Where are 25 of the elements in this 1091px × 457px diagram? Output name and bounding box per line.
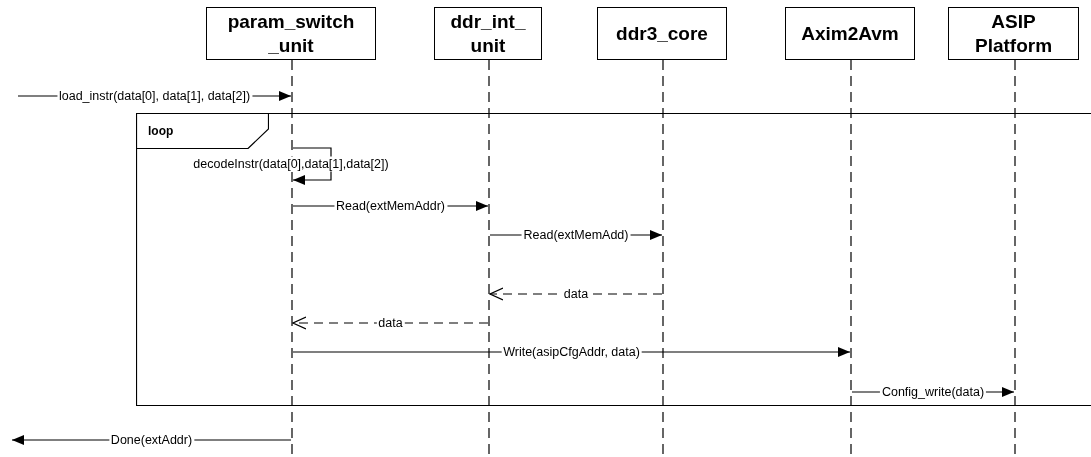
lifeline	[662, 60, 664, 455]
fragment-tab	[136, 113, 269, 149]
participant-box	[434, 7, 542, 60]
lifeline	[850, 60, 852, 455]
return-message-arrow	[292, 316, 489, 330]
participant-name: param_switch _unit	[226, 9, 356, 58]
participant-name: ddr_int_ unit	[449, 9, 527, 58]
participant-box	[206, 7, 376, 60]
participant-box	[597, 7, 727, 60]
lifeline	[1014, 60, 1016, 455]
edge-label: Config_write(data)	[879, 384, 987, 400]
edge-label: decodeInstr(data[0],data[1],data[2])	[191, 156, 391, 172]
frame-label: loop	[148, 123, 174, 140]
edge-label: Write(asipCfgAddr, data)	[501, 344, 642, 360]
participant-box	[948, 7, 1079, 60]
edge-label: Read(extMemAdd)	[521, 227, 631, 243]
participant-box	[785, 7, 915, 60]
participant-name: ASIP Platform	[973, 9, 1054, 58]
participant-name: ddr3_core	[616, 21, 708, 46]
edge-label: load_instr(data[0], data[1], data[2])	[56, 88, 253, 104]
participant-name: Axim2Avm	[801, 21, 899, 46]
lifeline	[291, 60, 293, 455]
edge-label: Done(extAddr)	[108, 432, 195, 448]
edge-label: Read(extMemAddr)	[333, 198, 448, 214]
lifeline	[488, 60, 490, 455]
